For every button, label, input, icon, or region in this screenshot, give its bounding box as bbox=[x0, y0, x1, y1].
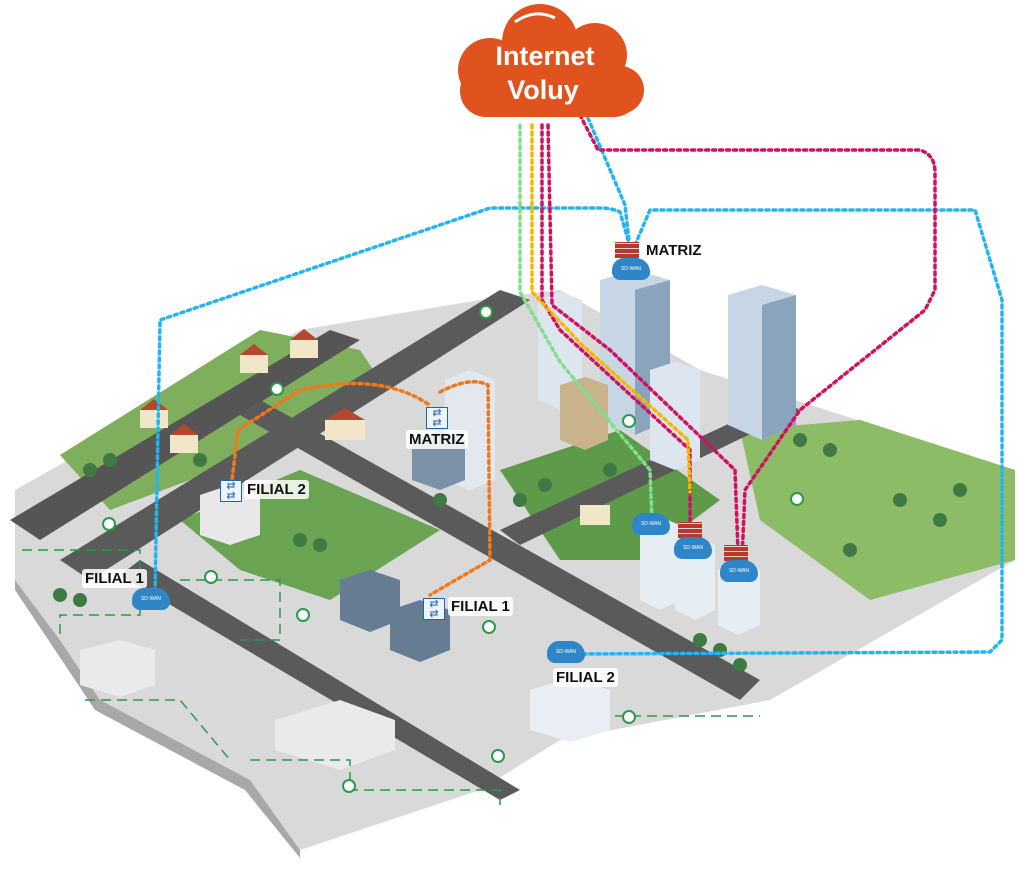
sdwan-cloud-icon: SD-WAN bbox=[132, 588, 170, 610]
houses bbox=[140, 340, 610, 525]
network-node[interactable] bbox=[622, 414, 636, 428]
network-node[interactable] bbox=[204, 570, 218, 584]
sdwan-cloud-icon: SD-WAN bbox=[720, 560, 758, 582]
park-block bbox=[740, 420, 1015, 600]
link-orange-filial2 bbox=[230, 381, 430, 482]
site-label-filial1-switch: FILIAL 1 bbox=[448, 597, 513, 616]
sdwan-cloud-icon: SD-WAN bbox=[547, 641, 585, 663]
firewall-icon bbox=[615, 242, 639, 258]
site-boundary bbox=[180, 579, 281, 641]
network-node[interactable] bbox=[102, 517, 116, 531]
link-magenta-1 bbox=[578, 113, 937, 562]
cloud-label-line2: Voluy bbox=[507, 75, 579, 105]
switch-icon: ⇄⇄ bbox=[426, 407, 448, 429]
internet-cloud bbox=[458, 4, 644, 117]
network-node[interactable] bbox=[622, 710, 636, 724]
site-label-filial2-switch: FILIAL 2 bbox=[244, 480, 309, 499]
site-label-matriz-switch: MATRIZ bbox=[406, 430, 468, 449]
network-node[interactable] bbox=[342, 779, 356, 793]
link-orange-filial1 bbox=[428, 380, 492, 597]
switch-icon: ⇄⇄ bbox=[423, 598, 445, 620]
network-node[interactable] bbox=[479, 305, 493, 319]
sdwan-cloud-icon: SD-WAN bbox=[612, 258, 650, 280]
tower bbox=[80, 292, 760, 770]
link-blue-filial2 bbox=[573, 208, 1004, 656]
switch-icon: ⇄⇄ bbox=[220, 480, 242, 502]
link-blue-matriz bbox=[586, 116, 632, 252]
site-boundary bbox=[22, 549, 141, 640]
network-node[interactable] bbox=[270, 382, 284, 396]
network-node[interactable] bbox=[790, 492, 804, 506]
network-node[interactable] bbox=[296, 608, 310, 622]
road bbox=[240, 400, 760, 700]
link-blue-filial1 bbox=[153, 206, 630, 597]
firewall-icon bbox=[678, 522, 702, 538]
site-boundary bbox=[85, 699, 231, 761]
firewall-icon bbox=[724, 545, 748, 561]
link-yellow bbox=[530, 123, 692, 494]
network-node[interactable] bbox=[482, 620, 496, 634]
houses-roofs bbox=[140, 329, 365, 435]
site-label-filial2-sdwan: FILIAL 2 bbox=[553, 668, 618, 687]
road bbox=[120, 560, 520, 800]
network-node[interactable] bbox=[491, 749, 505, 763]
cloud-label-line1: Internet bbox=[495, 41, 595, 71]
site-label-filial1-sdwan: FILIAL 1 bbox=[82, 569, 147, 588]
link-lightgreen bbox=[518, 123, 654, 522]
link-magenta-3 bbox=[546, 123, 740, 554]
site-label-matriz: MATRIZ bbox=[643, 241, 705, 260]
sdwan-cloud-icon: SD-WAN bbox=[632, 513, 670, 535]
tower bbox=[728, 285, 796, 440]
sdwan-cloud-icon: SD-WAN bbox=[674, 537, 712, 559]
